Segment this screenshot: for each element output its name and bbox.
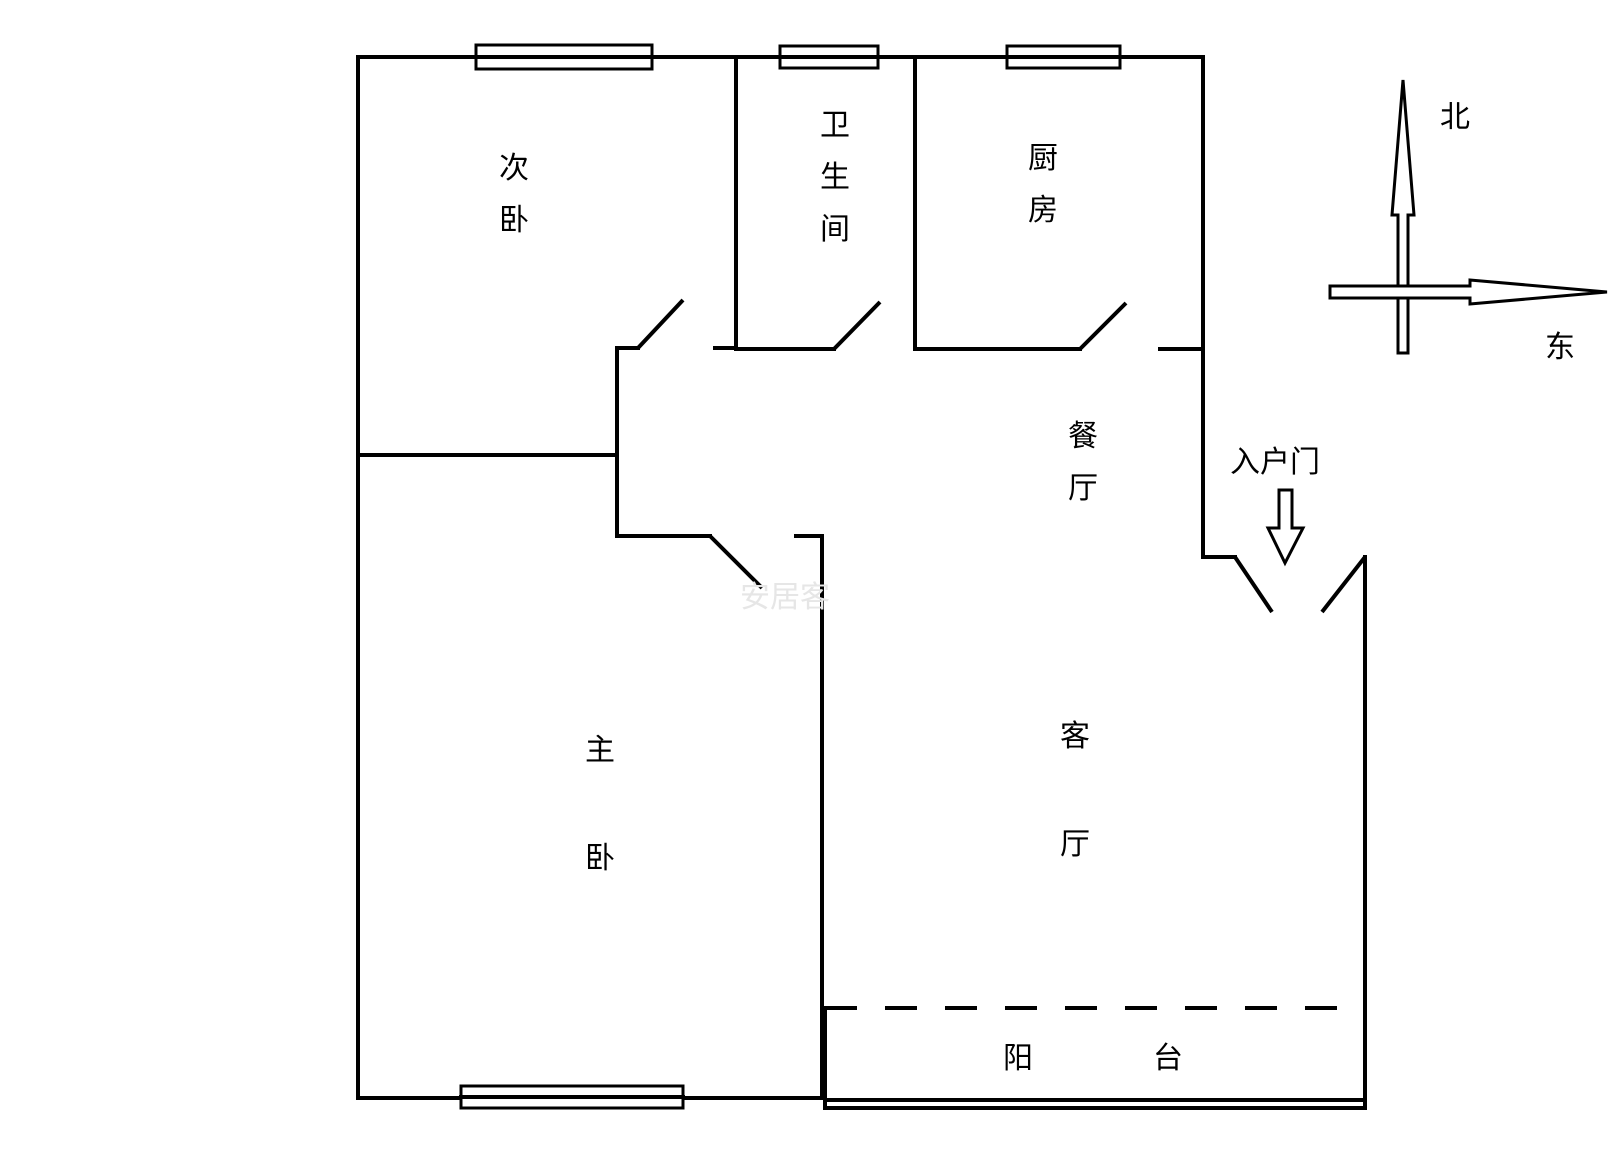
room-label-kitchen: 厨 房 bbox=[1028, 141, 1058, 228]
room-label-living: 客 厅 bbox=[1060, 719, 1090, 862]
room-label-balcony: 阳 台 bbox=[1003, 1041, 1183, 1076]
entrance-label: 入户门 bbox=[1230, 445, 1320, 480]
watermark: 安居客 bbox=[740, 580, 830, 615]
room-label-dining: 餐 厅 bbox=[1068, 419, 1098, 506]
windows bbox=[459, 43, 1122, 1110]
doors bbox=[636, 298, 1367, 614]
east-arrow-icon bbox=[1328, 278, 1608, 306]
compass-east-label: 东 bbox=[1545, 330, 1575, 365]
room-label-bathroom: 卫 生 间 bbox=[820, 108, 850, 247]
compass bbox=[1328, 79, 1608, 355]
room-label-second-bedroom: 次 卧 bbox=[499, 151, 529, 238]
north-arrow-icon bbox=[1390, 79, 1416, 355]
walls bbox=[356, 55, 1367, 1110]
compass-north-label: 北 bbox=[1440, 100, 1470, 135]
entrance-arrow-icon bbox=[1265, 488, 1306, 567]
room-label-master-bedroom: 主 卧 bbox=[585, 733, 615, 876]
